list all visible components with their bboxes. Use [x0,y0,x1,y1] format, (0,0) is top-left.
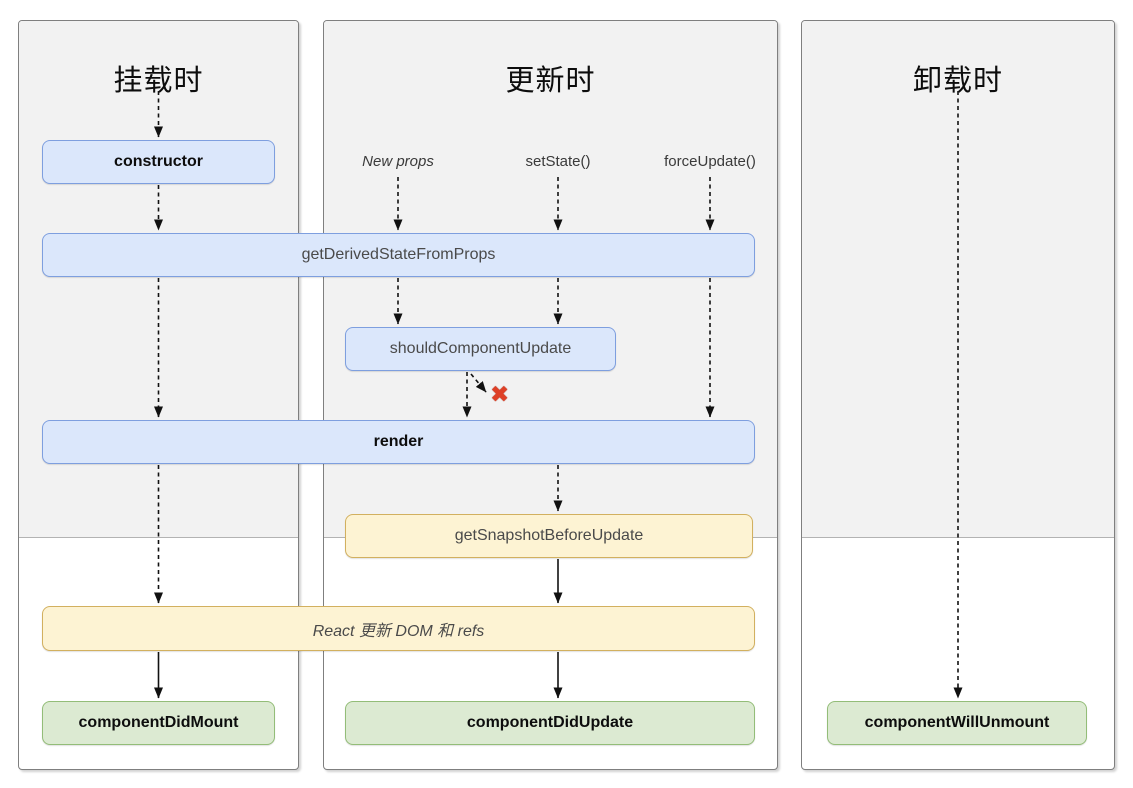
box-constructor: constructor [42,140,275,184]
box-get-snapshot-before-update: getSnapshotBeforeUpdate [345,514,753,558]
box-react-dom-update: React 更新 DOM 和 refs [42,606,755,651]
box-component-will-unmount: componentWillUnmount [827,701,1087,745]
label-set-state: setState() [525,153,591,170]
panel-title-updating: 更新时 [505,65,596,97]
skip-update-x-icon: ✖ [490,381,510,407]
box-component-did-mount: componentDidMount [42,701,275,745]
arrow-scu-skip [470,373,487,393]
label-new-props: New props [362,153,434,170]
box-get-derived-state-from-props: getDerivedStateFromProps [42,233,755,277]
label-force-update: forceUpdate() [664,153,756,170]
box-should-component-update: shouldComponentUpdate [345,327,616,371]
box-render: render [42,420,755,464]
box-component-did-update: componentDidUpdate [345,701,755,745]
